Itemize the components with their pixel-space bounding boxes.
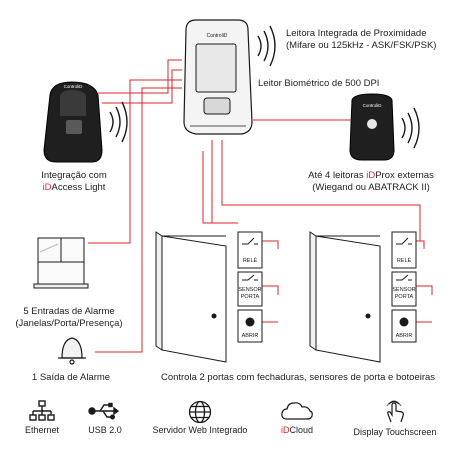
brand-accent: iD (366, 170, 376, 181)
wire-sensor2 (416, 285, 433, 295)
alarm-output-label: 1 Saída de Alarme (31, 372, 111, 383)
access-light-label: Integração com iDAccess Light (24, 170, 124, 194)
feature-label: iDCloud (280, 425, 313, 435)
door-sensor-module-1 (237, 271, 263, 307)
feature-cloud: iDCloud (252, 400, 342, 436)
signal-icon (401, 107, 420, 149)
feature-webserver: Servidor Web Integrado (140, 400, 260, 436)
wire-door1-relay (202, 151, 238, 224)
window-icon (33, 237, 89, 289)
feature-label: Ethernet (24, 425, 60, 435)
alarm-bell-icon (58, 337, 86, 365)
external-reader-logo: ControliD (363, 103, 383, 108)
access-light-line-1: Integração com (41, 170, 107, 181)
feature-ethernet: Ethernet (0, 400, 87, 436)
access-light-line-2: iDAccess Light (24, 182, 124, 194)
usb-icon (88, 402, 120, 420)
open-label-1: ABRIR (242, 333, 259, 339)
external-readers-line-1: Até 4 leitoras iDProx externas (308, 170, 434, 181)
biometric-label: Leitor Biométrico de 500 DPI (258, 78, 380, 89)
access-light-product: Access Light (51, 182, 106, 193)
wire-door2-down (221, 140, 421, 241)
wire-access-light-2 (102, 69, 182, 104)
signal-icon (109, 101, 128, 143)
wire-window (88, 79, 182, 244)
controller-device (183, 19, 253, 135)
signal-icon (257, 25, 276, 67)
open-button-module-2 (391, 309, 417, 343)
sensor-label-1a: SENSOR (238, 287, 261, 293)
access-light-device (43, 81, 103, 163)
door-2 (309, 231, 381, 363)
globe-icon (188, 400, 212, 424)
door-sensor-module-2 (391, 271, 417, 307)
fingerprint-window (203, 97, 231, 115)
feature-label: USB 2.0 (88, 425, 122, 435)
feature-usb: USB 2.0 (60, 400, 150, 436)
open-button-module-1 (237, 309, 263, 343)
wire-siren (95, 87, 182, 353)
relay-module-1 (237, 231, 263, 269)
feature-label: Servidor Web Integrado (152, 425, 248, 435)
proximity-line-1: Leitora Integrada de Proximidade (286, 28, 427, 39)
wire-access-light-1 (98, 59, 182, 94)
alarm-inputs-label: 5 Entradas de Alarme (Janelas/Porta/Pres… (4, 306, 134, 330)
alarm-inputs-line-2: (Janelas/Porta/Presença) (15, 318, 123, 329)
cloud-icon (281, 402, 313, 420)
sensor-label-2a: SENSOR (392, 287, 415, 293)
external-readers-line-2: (Wiegand ou ABATRACK II) (312, 182, 430, 193)
external-reader-device (349, 93, 395, 161)
feature-touchscreen: Display Touchscreen (340, 400, 450, 438)
sensor-label-1b: PORTA (241, 294, 260, 300)
door-1 (155, 231, 227, 363)
relay-module-2 (391, 231, 417, 269)
relay-label-2: RELÉ (397, 257, 412, 264)
wire-sensor1 (262, 285, 279, 295)
access-light-logo: ControliD (64, 84, 84, 89)
touch-icon (386, 400, 404, 423)
controller-screen (195, 43, 237, 93)
proximity-reader-label: Leitora Integrada de Proximidade (Mifare… (286, 28, 436, 52)
controller-logo: ControliD (207, 33, 228, 39)
brand-accent: iD (42, 182, 52, 193)
external-readers-label: Até 4 leitoras iDProx externas (Wiegand … (296, 170, 446, 194)
open-label-2: ABRIR (396, 333, 413, 339)
wire-relay2 (416, 240, 425, 249)
doors-label: Controla 2 portas com fechaduras, sensor… (160, 372, 436, 383)
wire-relay1 (262, 240, 279, 249)
sensor-label-2b: PORTA (395, 294, 414, 300)
feature-label: Display Touchscreen (353, 427, 437, 437)
alarm-inputs-line-1: 5 Entradas de Alarme (23, 306, 115, 317)
proximity-line-2: (Mifare ou 125kHz - ASK/FSK/PSK) (286, 40, 437, 51)
ethernet-icon (29, 400, 55, 421)
wiring (88, 59, 433, 353)
brand-accent: iD (280, 425, 290, 435)
relay-label-1: RELÉ (243, 257, 258, 264)
